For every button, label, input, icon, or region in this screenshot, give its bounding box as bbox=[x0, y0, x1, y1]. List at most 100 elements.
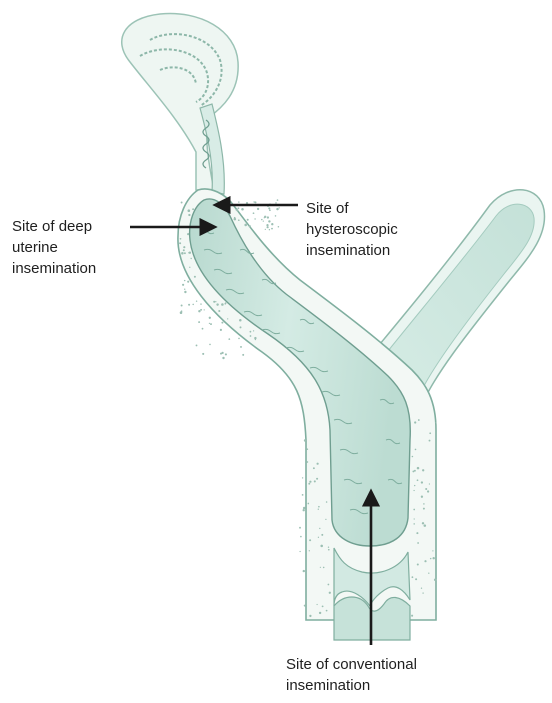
label-hyst-line-2: hysteroscopic bbox=[306, 219, 398, 240]
stipple-dot bbox=[250, 335, 252, 337]
stipple-dot bbox=[314, 480, 316, 482]
stipple-dot bbox=[309, 615, 311, 617]
stipple-dot bbox=[434, 578, 437, 581]
stipple-dot bbox=[269, 229, 270, 230]
stipple-dot bbox=[326, 501, 328, 503]
stipple-dot bbox=[264, 217, 265, 218]
stipple-dot bbox=[309, 550, 310, 551]
stipple-dot bbox=[319, 528, 320, 529]
stipple-dot bbox=[429, 432, 431, 434]
stipple-dot bbox=[417, 479, 419, 481]
stipple-dot bbox=[309, 481, 311, 483]
stipple-dot bbox=[317, 463, 319, 465]
stipple-dot bbox=[202, 328, 204, 330]
stipple-dot bbox=[414, 485, 415, 486]
stipple-dot bbox=[228, 338, 230, 340]
stipple-dot bbox=[271, 223, 273, 225]
stipple-dot bbox=[326, 610, 328, 612]
stipple-dot bbox=[267, 216, 269, 218]
stipple-dot bbox=[435, 422, 436, 423]
stipple-dot bbox=[181, 304, 183, 306]
stipple-dot bbox=[204, 309, 205, 310]
stipple-dot bbox=[267, 226, 269, 228]
stipple-dot bbox=[425, 488, 427, 490]
stipple-dot bbox=[240, 346, 242, 348]
stipple-dot bbox=[188, 252, 190, 254]
stipple-dot bbox=[184, 291, 186, 293]
stipple-dot bbox=[275, 215, 277, 217]
stipple-dot bbox=[303, 509, 305, 511]
stipple-dot bbox=[242, 354, 244, 356]
stipple-dot bbox=[320, 567, 321, 568]
stipple-dot bbox=[423, 508, 425, 510]
stipple-dot bbox=[261, 219, 262, 220]
stipple-dot bbox=[255, 339, 256, 340]
stipple-dot bbox=[239, 319, 242, 322]
stipple-dot bbox=[213, 301, 215, 303]
label-deep-line-3: insemination bbox=[12, 258, 96, 279]
stipple-dot bbox=[413, 509, 415, 511]
stipple-dot bbox=[253, 201, 254, 202]
stipple-dot bbox=[421, 588, 422, 589]
stipple-dot bbox=[422, 522, 424, 524]
stipple-dot bbox=[299, 551, 300, 552]
stipple-dot bbox=[237, 207, 239, 209]
stipple-dot bbox=[238, 338, 240, 340]
stipple-dot bbox=[429, 440, 431, 442]
stipple-dot bbox=[414, 421, 416, 423]
stipple-dot bbox=[190, 258, 191, 259]
stipple-dot bbox=[432, 550, 433, 551]
stipple-dot bbox=[318, 509, 319, 510]
stipple-dot bbox=[424, 524, 427, 527]
stipple-dot bbox=[328, 549, 330, 551]
stipple-dot bbox=[196, 344, 198, 346]
stipple-dot bbox=[224, 303, 226, 305]
stipple-dot bbox=[278, 226, 280, 228]
stipple-dot bbox=[180, 238, 182, 240]
label-deep-line-2: uterine bbox=[12, 237, 96, 258]
stipple-dot bbox=[302, 477, 303, 478]
stipple-dot bbox=[417, 542, 419, 544]
stipple-dot bbox=[225, 353, 227, 355]
stipple-dot bbox=[257, 208, 259, 210]
stipple-dot bbox=[432, 557, 434, 559]
stipple-dot bbox=[412, 456, 414, 458]
stipple-dot bbox=[181, 202, 183, 204]
label-hysteroscopic-insemination: Site of hysteroscopic insemination bbox=[306, 198, 398, 261]
stipple-dot bbox=[184, 252, 186, 254]
stipple-dot bbox=[428, 573, 429, 574]
stipple-dot bbox=[265, 229, 266, 230]
stipple-dot bbox=[196, 301, 197, 302]
stipple-dot bbox=[253, 330, 254, 331]
stipple-dot bbox=[188, 304, 190, 306]
stipple-dot bbox=[300, 536, 302, 538]
stipple-dot bbox=[240, 326, 242, 328]
stipple-dot bbox=[241, 208, 244, 211]
stipple-dot bbox=[323, 567, 325, 569]
stipple-dot bbox=[184, 289, 185, 290]
stipple-dot bbox=[427, 490, 429, 492]
stipple-dot bbox=[237, 210, 239, 212]
label-conv-line-2: insemination bbox=[286, 675, 417, 696]
stipple-dot bbox=[414, 518, 415, 519]
stipple-dot bbox=[318, 537, 319, 538]
stipple-dot bbox=[181, 252, 184, 255]
oviduct bbox=[122, 13, 238, 194]
stipple-dot bbox=[307, 503, 309, 505]
stipple-dot bbox=[200, 303, 201, 304]
stipple-dot bbox=[424, 560, 426, 562]
stipple-dot bbox=[328, 547, 329, 548]
stipple-dot bbox=[227, 318, 228, 319]
stipple-dot bbox=[221, 303, 224, 306]
stipple-dot bbox=[253, 212, 255, 214]
stipple-dot bbox=[303, 570, 305, 572]
stipple-dot bbox=[430, 558, 431, 559]
label-conventional-insemination: Site of conventional insemination bbox=[286, 654, 417, 696]
stipple-dot bbox=[415, 449, 417, 451]
stipple-dot bbox=[188, 209, 191, 212]
stipple-dot bbox=[307, 461, 309, 463]
stipple-dot bbox=[263, 220, 264, 221]
label-hyst-line-1: Site of bbox=[306, 198, 398, 219]
stipple-dot bbox=[209, 317, 211, 319]
